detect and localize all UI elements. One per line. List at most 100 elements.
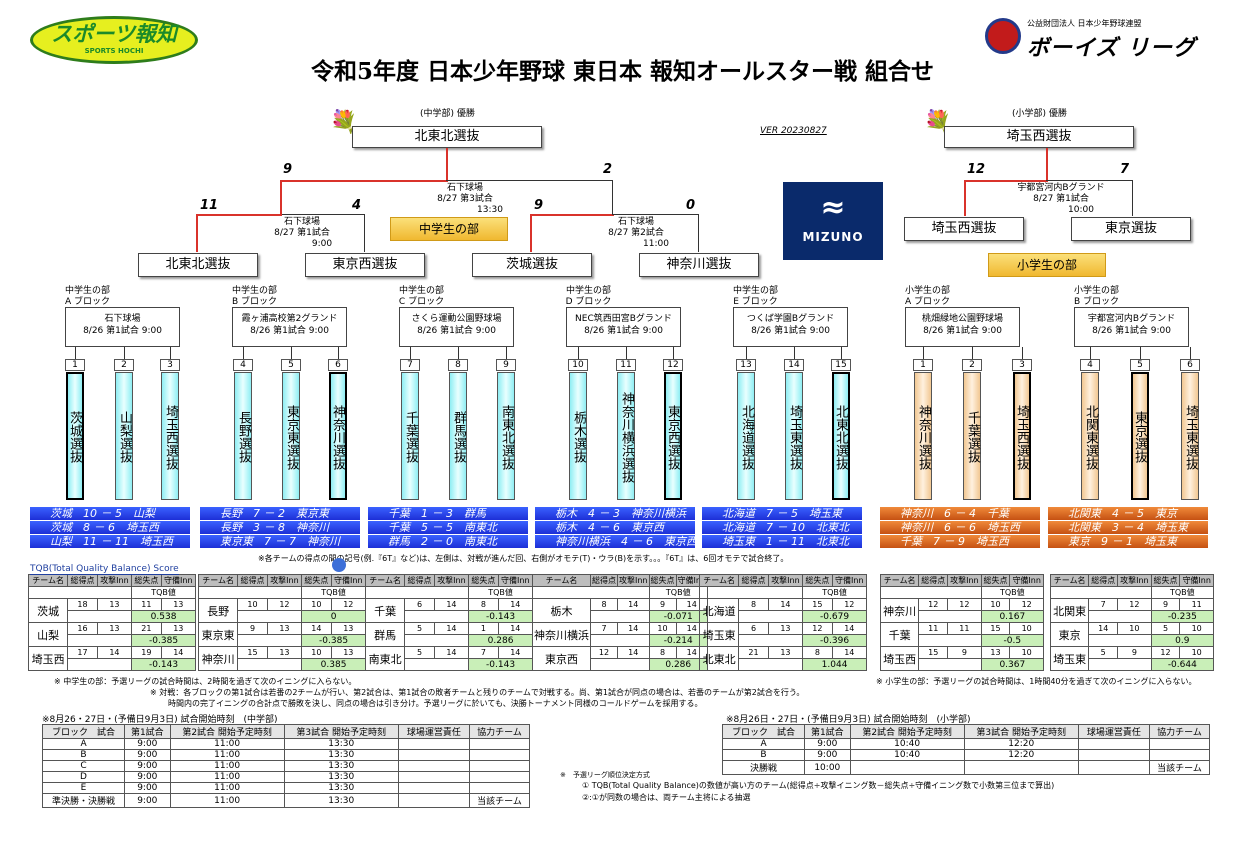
order-note: ※各チームの得点の間の記号(例.『6T』など)は、左側は、対戦が進んだ回、右側が… [258, 554, 789, 563]
junior-rule-note: ※ 中学生の部：予選リーグの試合時間は、2時間を過ぎて次のイニングに入らない。 [54, 677, 357, 686]
semi2-left-team: 茨城選抜 [472, 253, 592, 277]
team-card: 北関東選抜 [1081, 372, 1099, 500]
result-row: 北海道 7 － 5 埼玉東 [702, 507, 862, 520]
tqb-title: TQB(Total Quality Balance) Score [30, 564, 179, 575]
tqb-team-name: 埼玉東 [698, 622, 740, 647]
tqb-team-name: 東京東 [197, 622, 239, 647]
tie-rule-1: ① TQB(Total Quality Balance)の数値が高い方のチーム(… [582, 781, 1055, 790]
tqb-value: -0.644 [1150, 658, 1215, 671]
result-row: 東京東 7 － 7 神奈川 [200, 535, 360, 548]
team-card: 神奈川選抜 [914, 372, 932, 500]
team-seed-number: 4 [1080, 359, 1100, 371]
result-row: 東京 9 － 1 埼玉東 [1048, 535, 1208, 548]
team-seed-number: 6 [1180, 359, 1200, 371]
tqb-value: 0.167 [980, 610, 1045, 623]
tqb-value: -0.143 [468, 658, 533, 671]
result-row: 神奈川 6 － 4 千葉 [880, 507, 1040, 520]
tqb-value: 0.367 [980, 658, 1045, 671]
tqb-team-name: 北海道 [698, 598, 740, 623]
tqb-value: -0.071 [648, 610, 708, 623]
final-left-score: 9 [283, 162, 293, 177]
tie-heading: ※ 予選リーグ順位決定方式 [560, 771, 650, 779]
result-row: 神奈川 6 － 6 埼玉西 [880, 521, 1040, 534]
tqb-team-name: 山梨 [27, 622, 69, 647]
semi2-left-score: 9 [534, 198, 544, 213]
team-card: 埼玉東選抜 [785, 372, 803, 500]
final-right-score: 2 [603, 162, 613, 177]
schedule-junior-table: ブロック 試合第1試合第2試合 開始予定時刻第3試合 開始予定時刻球場運営責任協… [41, 724, 531, 808]
team-seed-number: 2 [114, 359, 134, 371]
tqb-value: -0.235 [1150, 610, 1215, 623]
tqb-value: -0.143 [468, 610, 533, 623]
tqb-value: -0.5 [980, 634, 1045, 647]
tqb-team-name: 栃木 [532, 598, 591, 623]
elementary-rule-note: ※ 小学生の部：予選リーグの試合時間は、1時間40分を過ぎて次のイニングに入らな… [876, 677, 1197, 686]
team-seed-number: 11 [616, 359, 636, 371]
result-row: 千葉 5 － 5 南東北 [368, 521, 528, 534]
team-card: 神奈川選抜 [329, 372, 347, 500]
match-note-2: 時間内の完了イニングの合計点で勝敗を決し、同点の場合は引き分け。予選リーグに於い… [168, 699, 703, 708]
team-card: 千葉選抜 [963, 372, 981, 500]
result-row: 茨城 8 － 6 埼玉西 [30, 521, 190, 534]
semi1-left-score: 11 [200, 198, 219, 213]
tqb-value: 1.044 [802, 658, 867, 671]
team-seed-number: 6 [328, 359, 348, 371]
tqb-value: 0.286 [468, 634, 533, 647]
team-card: 茨城選抜 [66, 372, 84, 500]
tqb-team-name: 神奈川 [197, 646, 239, 671]
junior-caption: (中学部) 優勝 [420, 109, 475, 119]
semi2-right-score: 0 [686, 198, 696, 213]
result-row: 群馬 2 － 0 南東北 [368, 535, 528, 548]
result-row: 北関東 4 － 5 東京 [1048, 507, 1208, 520]
team-card: 東京東選抜 [282, 372, 300, 500]
tqb-team-name: 北関東 [1049, 598, 1090, 623]
team-seed-number: 3 [1012, 359, 1032, 371]
team-seed-number: 13 [736, 359, 756, 371]
team-seed-number: 1 [65, 359, 85, 371]
semi1-right-score: 4 [352, 198, 362, 213]
team-seed-number: 15 [831, 359, 851, 371]
elementary-champion: 埼玉西選抜 [944, 126, 1134, 148]
tqb-team-name: 埼玉東 [1049, 646, 1090, 671]
el-final-right-score: 7 [1120, 162, 1130, 177]
tqb-value: -0.385 [301, 634, 366, 647]
team-seed-number: 4 [233, 359, 253, 371]
tqb-team-name: 千葉 [364, 598, 406, 623]
mizuno-logo: ≈MIZUNO [783, 182, 883, 260]
tqb-value: 0.385 [301, 658, 366, 671]
el-final-right-team: 東京選抜 [1071, 217, 1191, 241]
tqb-value: -0.679 [802, 610, 867, 623]
team-card: 神奈川横浜選抜 [617, 372, 635, 500]
el-final-left-score: 12 [967, 162, 986, 177]
result-row: 千葉 7 － 9 埼玉西 [880, 535, 1040, 548]
team-seed-number: 1 [913, 359, 933, 371]
tqb-team-name: 群馬 [364, 622, 406, 647]
team-card: 埼玉西選抜 [1013, 372, 1031, 500]
junior-champion: 北東北選抜 [352, 126, 542, 148]
team-seed-number: 7 [400, 359, 420, 371]
tqb-team-name: 茨城 [27, 598, 69, 623]
result-row: 山梨 11 － 11 埼玉西 [30, 535, 190, 548]
result-row: 長野 3 － 8 神奈川 [200, 521, 360, 534]
el-final-left-team: 埼玉西選抜 [904, 217, 1024, 241]
tqb-team-name: 埼玉西 [879, 646, 920, 671]
tqb-team-name: 埼玉西 [27, 646, 69, 671]
tqb-team-name: 神奈川 [879, 598, 920, 623]
team-card: 長野選抜 [234, 372, 252, 500]
result-row: 茨城 10 － 5 山梨 [30, 507, 190, 520]
team-card: 北海道選抜 [737, 372, 755, 500]
boys-league-logo: 公益財団法人 日本少年野球連盟 ボーイズ リーグ [985, 16, 1200, 61]
tqb-team-name: 南東北 [364, 646, 406, 671]
page-title: 令和5年度 日本少年野球 東日本 報知オールスター戦 組合せ [310, 58, 935, 85]
